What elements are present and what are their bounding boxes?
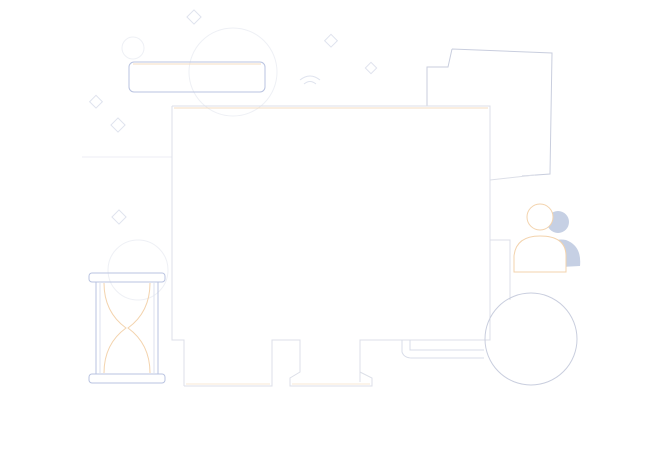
user-head <box>526 203 554 231</box>
sparkle-diamond <box>186 9 202 25</box>
background-circle-small <box>121 36 145 60</box>
user-body <box>513 235 567 273</box>
monitor-connector <box>401 340 484 359</box>
wifi-arc <box>299 75 321 81</box>
sparkle-diamond <box>110 117 126 133</box>
loading-bar-frame <box>128 61 266 93</box>
sparkle-diamond <box>111 209 127 225</box>
monitor-stand-left <box>184 339 373 387</box>
hourglass-glass <box>103 282 151 374</box>
monitor-outline <box>171 105 491 386</box>
background-circle-top <box>188 27 278 117</box>
sparkle-diamond <box>88 94 104 109</box>
sparkle-icon <box>88 9 378 225</box>
users-icon <box>513 203 581 273</box>
background-decoration <box>107 27 278 301</box>
hourglass-icon <box>88 272 166 384</box>
hourglass-top-cap <box>88 272 166 283</box>
sparkle-diamond <box>364 61 378 75</box>
monitor-side-line <box>490 239 511 300</box>
loading-bar <box>128 61 266 93</box>
paper-sheet-edge <box>489 174 536 181</box>
paper-sheet <box>426 48 553 181</box>
monitor-icon <box>171 105 511 387</box>
paper-sheet-outline <box>426 48 553 177</box>
sparkle-diamond <box>323 33 339 48</box>
clock-circle-outline <box>484 292 578 386</box>
hourglass-bottom-cap <box>88 373 166 384</box>
wifi-arc <box>303 81 317 85</box>
background-circle-left <box>107 239 169 301</box>
clock-circle <box>484 292 578 386</box>
